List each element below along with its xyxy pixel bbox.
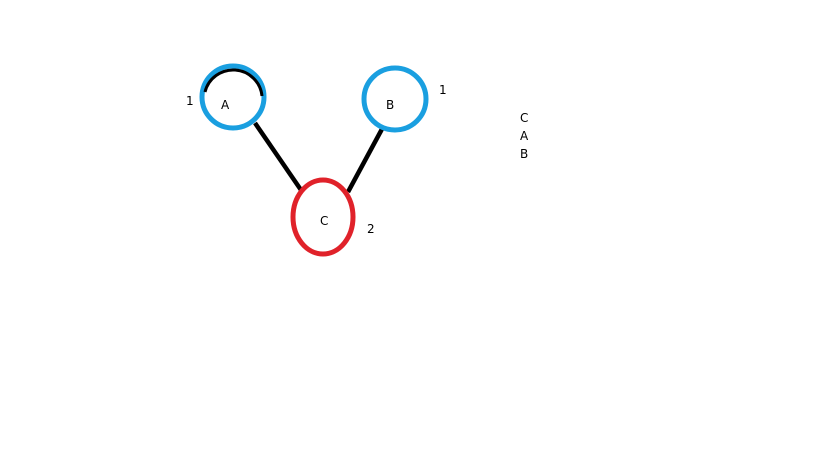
node-b-weight: 1 — [439, 83, 447, 97]
order-list-item: B — [520, 147, 528, 161]
node-c-ring — [290, 177, 356, 257]
node-c-label: C — [320, 214, 328, 228]
order-list: C A B — [520, 111, 529, 161]
order-list-item: C — [520, 111, 528, 125]
node-a-label: A — [221, 98, 230, 112]
edge-a-c — [253, 121, 303, 192]
node-a-inner-stroke — [203, 68, 264, 97]
node-c-weight: 2 — [367, 222, 375, 236]
node-b-ring — [361, 65, 429, 133]
node-c: C 2 — [290, 177, 375, 257]
node-b: B 1 — [361, 65, 447, 133]
edges — [253, 121, 384, 194]
node-a: A 1 — [186, 63, 267, 131]
order-list-item: A — [520, 129, 529, 143]
node-a-weight: 1 — [186, 94, 194, 108]
edge-b-c — [346, 127, 384, 194]
node-b-label: B — [386, 98, 394, 112]
node-a-ring — [199, 63, 267, 131]
